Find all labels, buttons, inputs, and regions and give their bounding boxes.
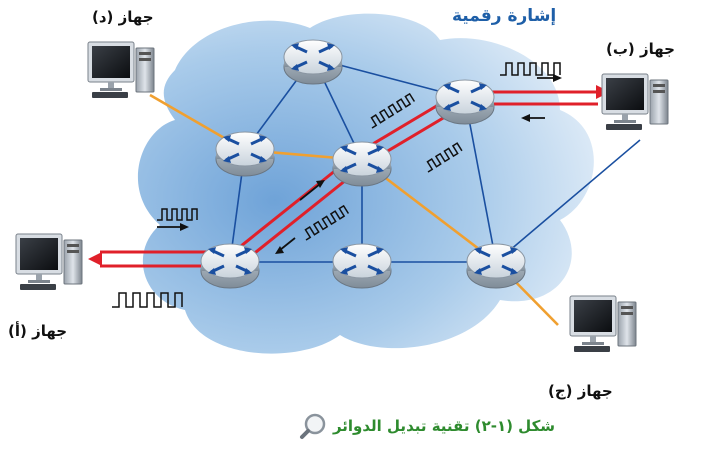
red-arrowhead-a [88, 252, 102, 266]
digital-signal-title: إشارة رقمية [452, 6, 557, 26]
computer-a [15, 233, 83, 291]
device-c-label: جهاز (ج) [548, 382, 613, 400]
router-right-top [434, 78, 496, 126]
device-b-label: جهاز (ب) [606, 40, 675, 58]
computer-d [87, 41, 155, 99]
router-top [282, 38, 344, 86]
figure-caption: شكل (١-٢) تقنية تبديل الدوائر [262, 411, 592, 441]
router-bottom-left [199, 242, 261, 290]
device-d-label: جهاز (د) [92, 8, 154, 26]
computer-b [601, 73, 669, 131]
direction-arrows [157, 74, 562, 254]
digital-signals [112, 62, 561, 308]
router-bottom-center [331, 242, 393, 290]
computer-c [569, 295, 637, 353]
router-center [331, 140, 393, 188]
caption-text: شكل (١-٢) تقنية تبديل الدوائر [332, 417, 556, 435]
router-bottom-right [465, 242, 527, 290]
router-left [214, 130, 276, 178]
device-a-label: جهاز (أ) [8, 322, 68, 340]
magnifier-icon [299, 413, 326, 439]
